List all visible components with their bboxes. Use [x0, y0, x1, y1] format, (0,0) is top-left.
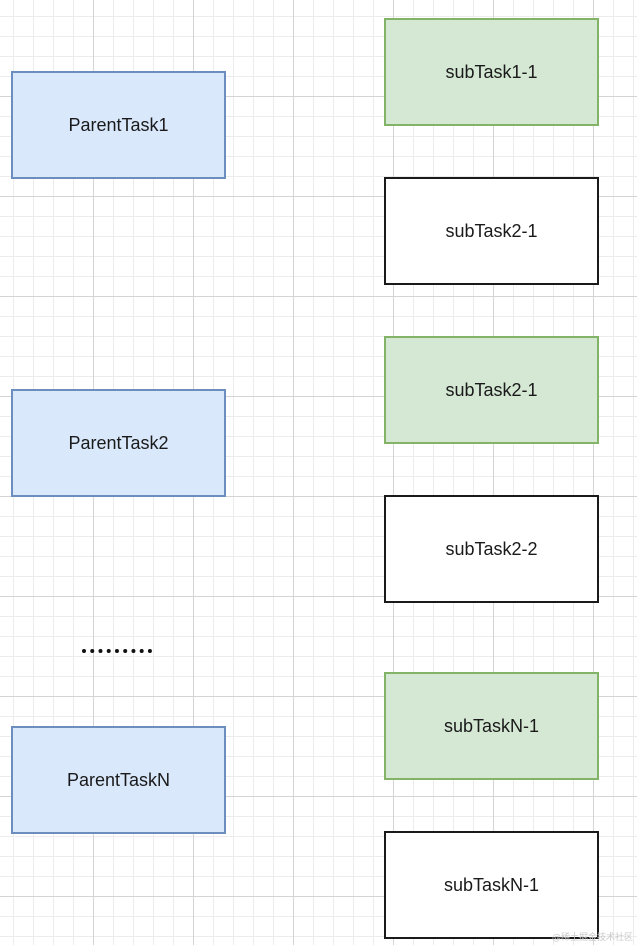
parent-task-n-box[interactable]: ParentTaskN: [11, 726, 226, 834]
subtask-2-1-green-box[interactable]: subTask2-1: [384, 336, 599, 444]
subtask-n-1-green-box[interactable]: subTaskN-1: [384, 672, 599, 780]
subtask-1-1-label: subTask1-1: [445, 61, 538, 82]
subtask-2-2-label: subTask2-2: [445, 538, 538, 559]
parent-task-2-label: ParentTask2: [68, 432, 169, 453]
parent-task-1-label: ParentTask1: [68, 114, 169, 135]
subtask-1-1-box[interactable]: subTask1-1: [384, 18, 599, 126]
parent-task-2-box[interactable]: ParentTask2: [11, 389, 226, 497]
watermark: @稀土掘金技术社区: [551, 933, 633, 943]
parent-task-n-label: ParentTaskN: [66, 769, 171, 790]
subtask-2-2-box[interactable]: subTask2-2: [384, 495, 599, 603]
ellipsis-separator: [82, 648, 152, 653]
parent-task-1-box[interactable]: ParentTask1: [11, 71, 226, 179]
subtask-n-1-white-box[interactable]: subTaskN-1: [384, 831, 599, 939]
subtask-2-1-white-label: subTask2-1: [445, 220, 538, 241]
subtask-n-1-white-label: subTaskN-1: [443, 874, 540, 895]
subtask-n-1-green-label: subTaskN-1: [443, 715, 540, 736]
subtask-2-1-green-label: subTask2-1: [445, 379, 538, 400]
subtask-2-1-white-box[interactable]: subTask2-1: [384, 177, 599, 285]
